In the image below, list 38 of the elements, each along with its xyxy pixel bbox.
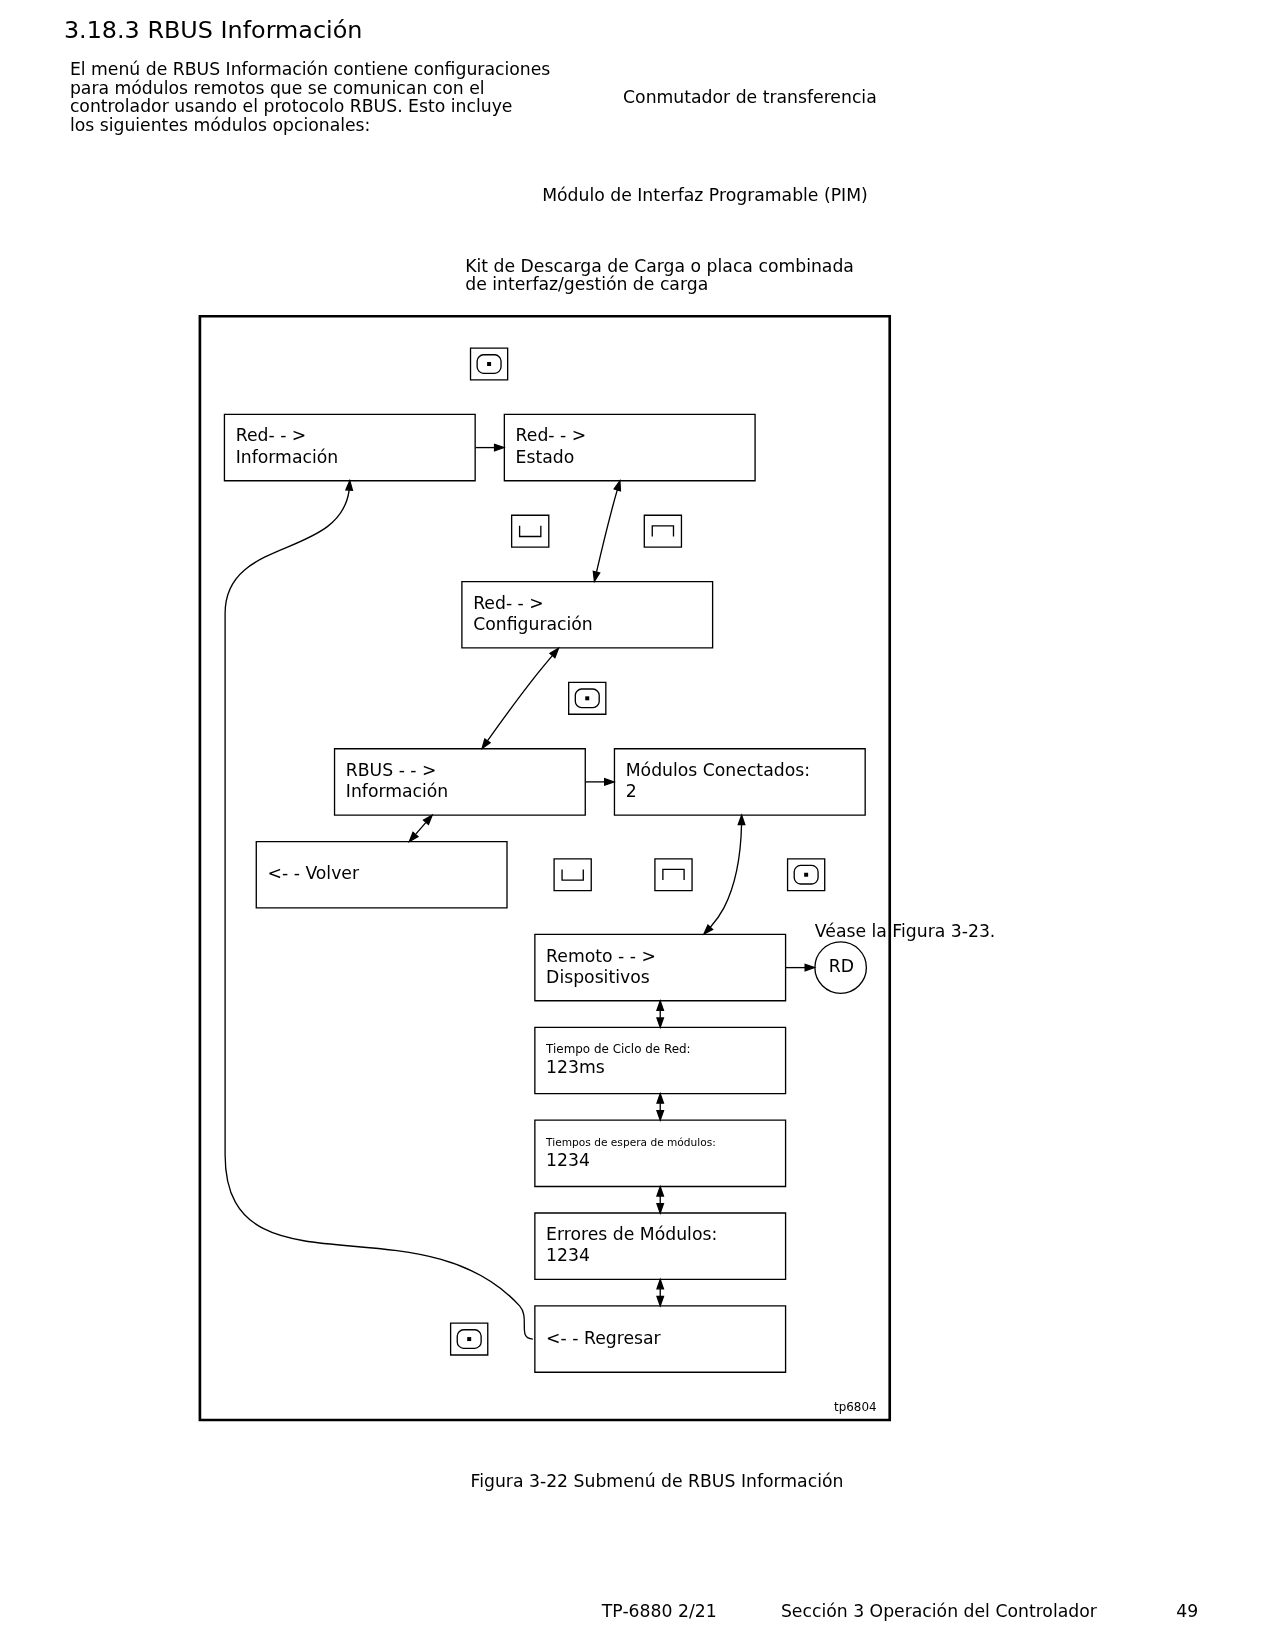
node-circle: RD [813,941,867,995]
node-picture [552,858,592,892]
node-box: Remoto - - > Dispositivos [533,933,786,1002]
label: TP-6880 2/21 [601,1600,717,1621]
node-box: Red- - > Información [223,413,476,482]
node-picture [510,514,549,548]
node-box: Red- - > Configuración [460,580,713,649]
label: Conmutador de transferencia [622,87,877,108]
node-box: <- - Regresar [533,1305,786,1373]
arrow [407,813,433,843]
arrow [702,813,746,936]
node-picture [643,514,682,548]
node-box: Errores de Módulos: 1234 [533,1212,786,1281]
arrow [584,777,616,787]
label: 49 [1175,1600,1198,1621]
arrow [592,479,621,584]
arrow [474,443,506,452]
label: El menú de RBUS Información contiene configuraciones para módulos remotos que se comunican con el controlador usando el protocolo RBUS. Esto incluye los siguientes módulos opcionales: [69,59,550,136]
node-box: Tiempo de Ciclo de Red: 123ms [533,1026,786,1095]
arrow [223,478,534,1340]
diagram-title: 3.18.3 RBUS Información [63,16,362,45]
arrow [480,646,560,751]
node-label: Véase la Figura 3-23. [814,921,995,942]
node-picture [469,347,508,381]
node-box: RBUS - - > Información [333,748,586,816]
node-box: Módulos Conectados: 2 [613,748,866,816]
caption: Figura 3-22 Submenú de RBUS Información [470,1470,843,1491]
label: Módulo de Interfaz Programable (PIM) [541,185,868,206]
label: Kit de Descarga de Carga o placa combinada de interfaz/gestión de carga [464,255,854,295]
node-box: Red- - > Estado [503,413,756,482]
label: Sección 3 Operación del Controlador [780,1600,1097,1621]
node-box: Tiempos de espera de módulos: 1234 [533,1119,786,1188]
node-picture [653,858,693,892]
node-picture [786,858,825,892]
node-picture [449,1322,488,1356]
node-picture [567,681,606,715]
arrow [784,963,816,972]
node-box: <- - Volver [255,840,508,909]
